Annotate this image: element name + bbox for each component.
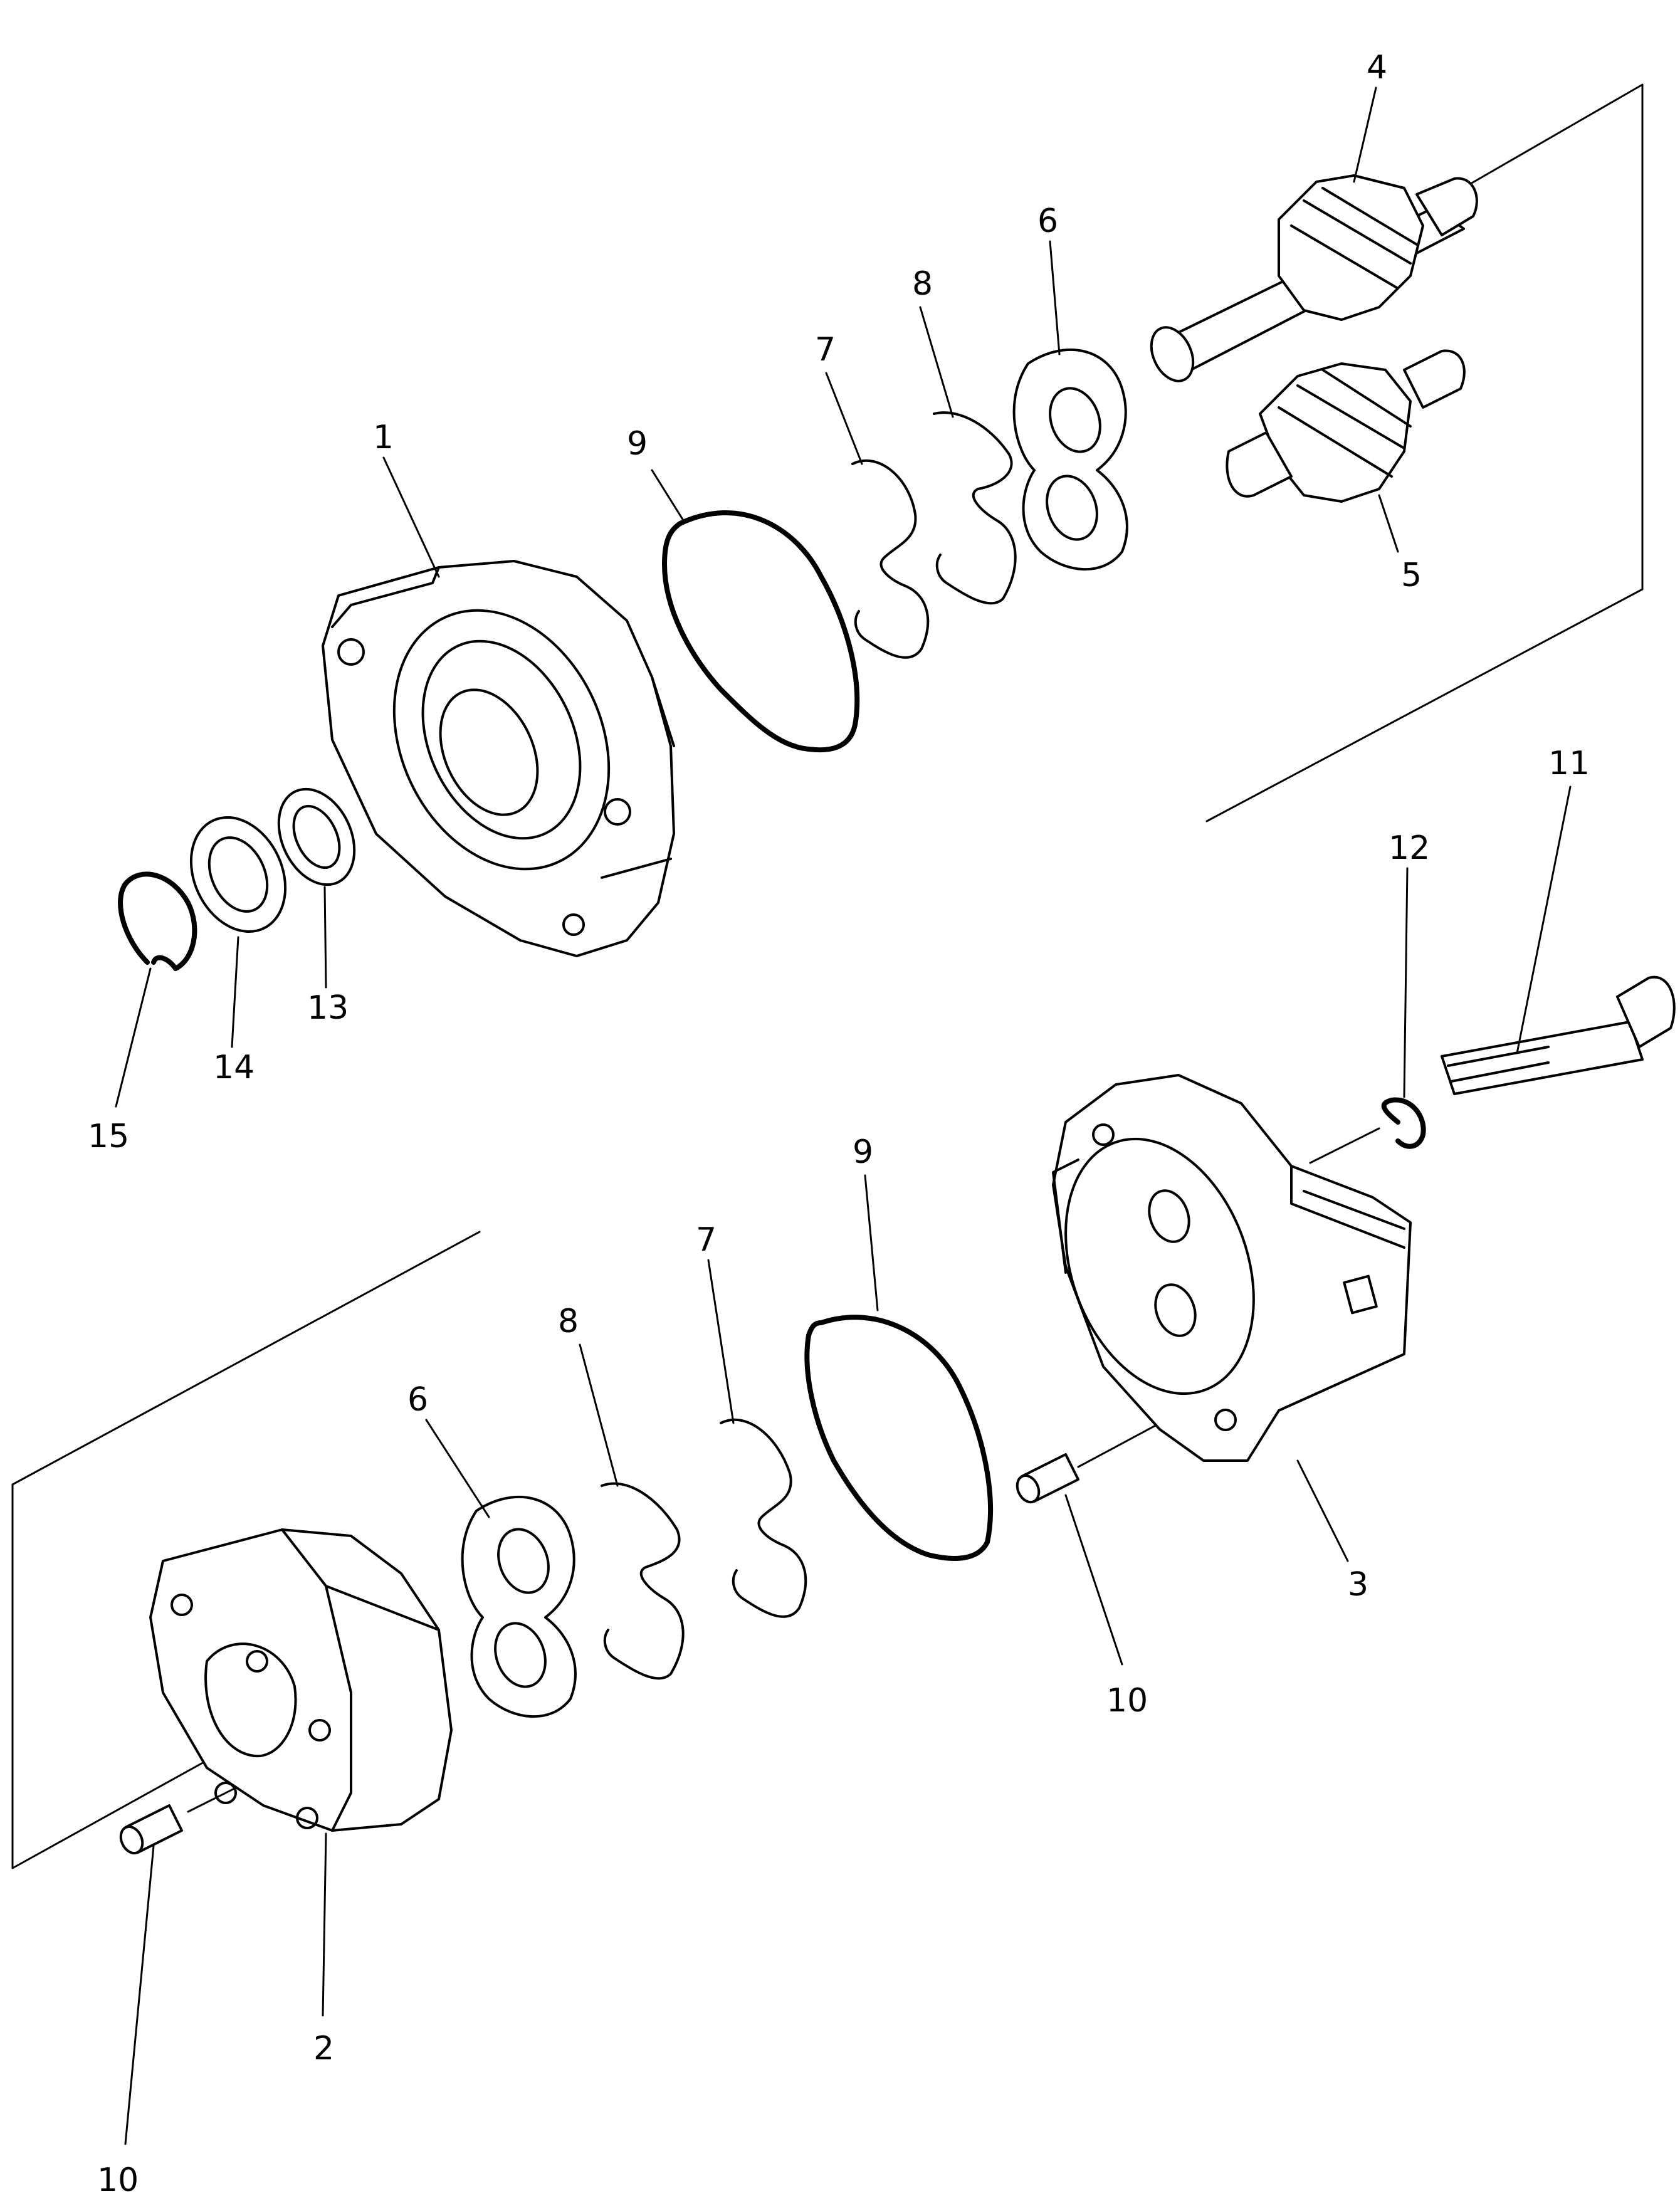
label-part-7-bottom: 7 bbox=[696, 1221, 717, 1259]
label-part-3: 3 bbox=[1348, 1566, 1368, 1604]
label-part-6-bottom: 6 bbox=[407, 1381, 428, 1419]
label-part-12: 12 bbox=[1389, 829, 1430, 867]
rear-housing-part bbox=[1052, 1074, 1412, 1462]
front-housing-part bbox=[322, 560, 675, 957]
wear-plate-bottom bbox=[461, 1496, 577, 1718]
label-part-5: 5 bbox=[1401, 557, 1422, 594]
drive-gear-shaft bbox=[1150, 174, 1478, 382]
wire-seal-bottom-top bbox=[933, 411, 1017, 605]
wire-seal-lower bbox=[601, 1482, 685, 1680]
label-part-7-top: 7 bbox=[815, 331, 836, 369]
label-part-10-right: 10 bbox=[1106, 1682, 1148, 1720]
leader-lines bbox=[115, 87, 1572, 2145]
label-part-8-bottom: 8 bbox=[558, 1303, 579, 1340]
dowel-pin-right bbox=[1016, 1453, 1079, 1504]
label-part-8-top: 8 bbox=[912, 265, 933, 303]
label-part-9-top: 9 bbox=[627, 425, 648, 463]
label-part-15: 15 bbox=[88, 1118, 129, 1155]
wire-seal-bottom bbox=[720, 1418, 807, 1618]
bolt bbox=[1441, 975, 1676, 1095]
label-part-4: 4 bbox=[1367, 49, 1387, 87]
gear-body-part bbox=[149, 1528, 453, 1832]
axis-lines bbox=[11, 83, 1644, 1869]
oil-seal bbox=[189, 816, 287, 933]
label-part-10-left: 10 bbox=[97, 2162, 139, 2196]
wire-seal-top bbox=[851, 459, 930, 659]
o-ring-bottom bbox=[804, 1315, 993, 1561]
label-part-9-bottom: 9 bbox=[853, 1133, 873, 1171]
label-part-13: 13 bbox=[307, 989, 349, 1027]
label-part-2: 2 bbox=[313, 2030, 334, 2067]
driven-gear bbox=[1226, 349, 1466, 503]
label-part-11: 11 bbox=[1548, 745, 1590, 782]
wear-plate-top bbox=[1012, 349, 1128, 571]
o-ring-top bbox=[662, 510, 860, 753]
washer bbox=[277, 787, 356, 886]
label-part-14: 14 bbox=[213, 1049, 255, 1086]
dowel-pin-left bbox=[119, 1804, 183, 1855]
snap-ring bbox=[118, 871, 197, 971]
label-part-1: 1 bbox=[373, 419, 394, 456]
part-labels: 4 6 8 7 1 9 5 15 14 13 11 12 9 7 8 6 3 1… bbox=[88, 49, 1590, 2196]
label-part-6-top: 6 bbox=[1037, 202, 1058, 240]
o-ring-small bbox=[1381, 1097, 1426, 1149]
